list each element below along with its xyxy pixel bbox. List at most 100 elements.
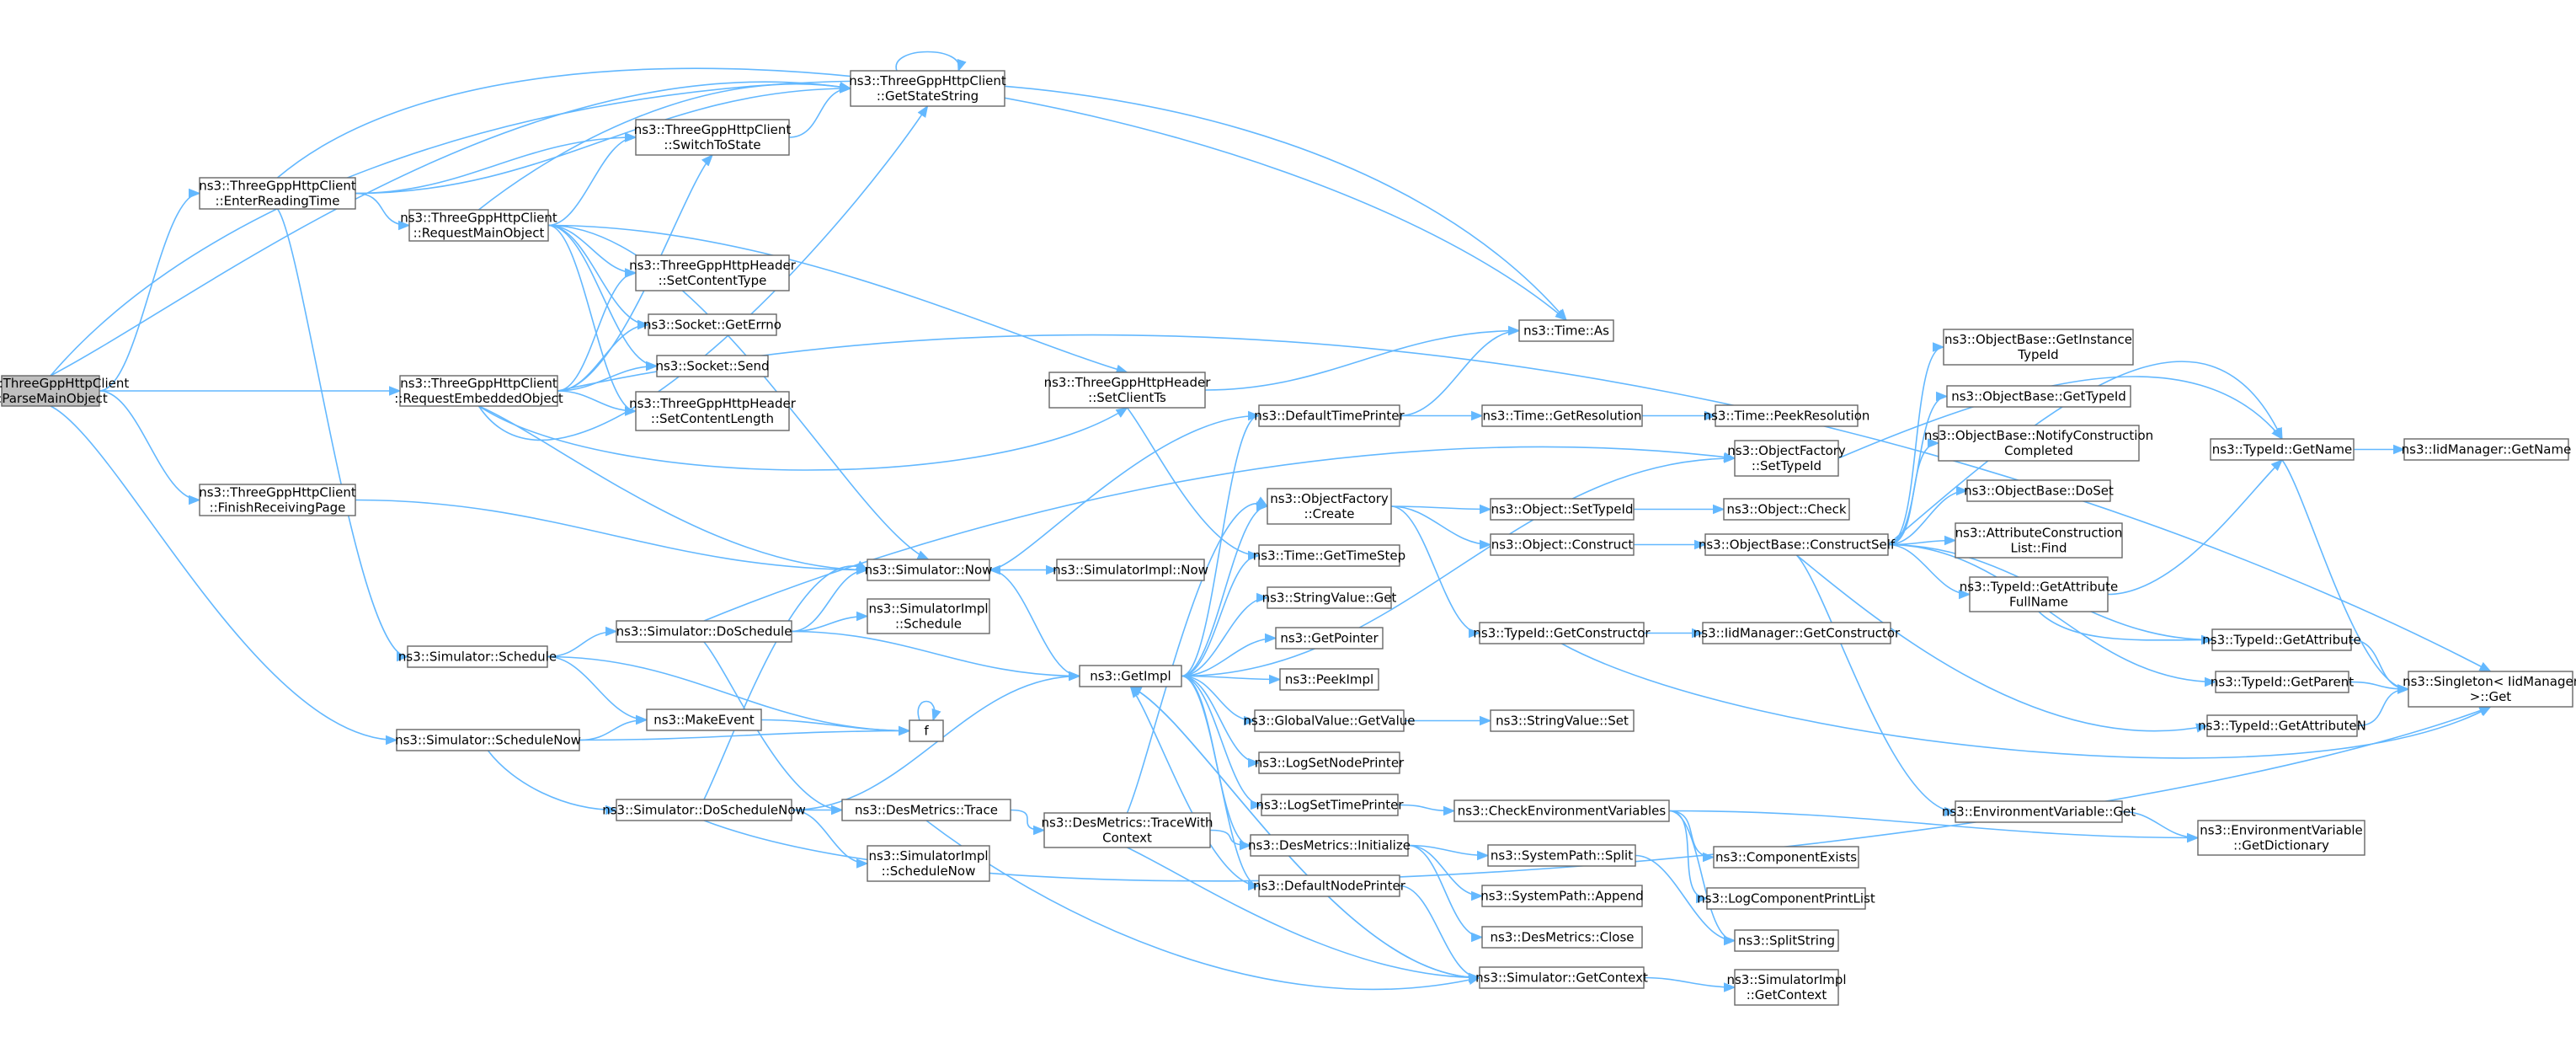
node-label: ns3::SimulatorImpl bbox=[1726, 972, 1846, 987]
node-f[interactable]: f bbox=[909, 719, 944, 742]
node-globalvaluegetvalue[interactable]: ns3::GlobalValue::GetValue bbox=[1243, 709, 1416, 732]
node-setcontentlength[interactable]: ns3::ThreeGppHttpHeader::SetContentLengt… bbox=[629, 391, 797, 431]
node-socketsend[interactable]: ns3::Socket::Send bbox=[655, 355, 770, 377]
node-label: ::Create bbox=[1304, 506, 1355, 521]
node-splitstring[interactable]: ns3::SplitString bbox=[1734, 929, 1839, 952]
node-simnow[interactable]: ns3::Simulator::Now bbox=[865, 559, 993, 581]
node-enterreading[interactable]: ns3::ThreeGppHttpClient::EnterReadingTim… bbox=[199, 177, 356, 210]
call-edge-defaultnodeprinter-to-simgetcontext bbox=[1399, 885, 1481, 983]
node-box bbox=[1966, 479, 2111, 502]
call-edge-simdoschedule-to-desmetricstrace bbox=[703, 641, 844, 815]
node-label: ns3::SystemPath::Split bbox=[1491, 848, 1633, 863]
node-notifyconstruction[interactable]: ns3::ObjectBase::NotifyConstructionCompl… bbox=[1924, 425, 2153, 462]
node-simschedule[interactable]: ns3::Simulator::Schedule bbox=[398, 645, 557, 668]
node-geterrno[interactable]: ns3::Socket::GetErrno bbox=[643, 313, 781, 336]
call-edge-getimpl-to-timegettimestep bbox=[1181, 550, 1261, 677]
node-label: ns3::ObjectBase::DoSet bbox=[1964, 484, 2114, 499]
call-edge-checkenvvars-to-componentexists bbox=[1668, 810, 1715, 863]
node-simimplgetcontext[interactable]: ns3::SimulatorImpl::GetContext bbox=[1726, 969, 1847, 1006]
node-requestmain[interactable]: ns3::ThreeGppHttpClient::RequestMainObje… bbox=[400, 209, 557, 242]
node-typeidgetattributen[interactable]: ns3::TypeId::GetAttributeN bbox=[2198, 714, 2366, 737]
node-objectbasedoset[interactable]: ns3::ObjectBase::DoSet bbox=[1964, 479, 2114, 502]
node-box bbox=[1267, 488, 1392, 525]
node-simdoschedulenow[interactable]: ns3::Simulator::DoScheduleNow bbox=[602, 799, 806, 821]
node-box bbox=[1518, 319, 1614, 342]
call-edge-checkenvvars-to-splitstring bbox=[1668, 810, 1736, 946]
node-box bbox=[407, 645, 548, 668]
node-getstatestring[interactable]: ns3::ThreeGppHttpClient::GetStateString bbox=[849, 70, 1006, 107]
call-edge-checkenvvars-to-envvargetdictionary bbox=[1668, 810, 2200, 843]
node-timeas[interactable]: ns3::Time::As bbox=[1518, 319, 1614, 342]
node-checkenvvars[interactable]: ns3::CheckEnvironmentVariables bbox=[1453, 799, 1670, 822]
call-edge-simnow-to-getimpl bbox=[989, 569, 1081, 682]
node-iidmanagergetconstructor[interactable]: ns3::IidManager::GetConstructor bbox=[1693, 622, 1901, 644]
node-getimpl[interactable]: ns3::GetImpl bbox=[1079, 665, 1182, 687]
node-label: ns3::Simulator::Now bbox=[865, 563, 993, 578]
node-switchtostate[interactable]: ns3::ThreeGppHttpClient::SwitchToState bbox=[634, 119, 792, 156]
node-defaulttimeprinter[interactable]: ns3::DefaultTimePrinter bbox=[1254, 404, 1405, 427]
node-label: Context bbox=[1102, 831, 1152, 846]
call-edge-requestmain-to-setcontenttype bbox=[547, 224, 637, 278]
node-parsemain[interactable]: ns3::ThreeGppHttpClient::ParseMainObject bbox=[0, 375, 129, 407]
node-objectfactorycreate[interactable]: ns3::ObjectFactory::Create bbox=[1267, 488, 1392, 525]
call-edge-typeidgetconstructor-to-singletonget bbox=[1561, 643, 2492, 759]
node-simimplnow[interactable]: ns3::SimulatorImpl::Now bbox=[1053, 559, 1208, 581]
node-objectsettypeid[interactable]: ns3::Object::SetTypeId bbox=[1490, 498, 1635, 521]
node-desmetricsclose[interactable]: ns3::DesMetrics::Close bbox=[1481, 926, 1643, 949]
node-systempathsplit[interactable]: ns3::SystemPath::Split bbox=[1487, 844, 1636, 867]
node-getpointer[interactable]: ns3::GetPointer bbox=[1275, 627, 1384, 650]
node-box bbox=[909, 719, 944, 742]
node-makeevent[interactable]: ns3::MakeEvent bbox=[646, 708, 762, 731]
node-stringvalueset[interactable]: ns3::StringValue::Set bbox=[1490, 709, 1635, 732]
node-iidmanagergetname[interactable]: ns3::IidManager::GetName bbox=[2402, 438, 2572, 461]
call-edge-requestmain-to-socketsend bbox=[547, 224, 659, 372]
node-envvargetdictionary[interactable]: ns3::EnvironmentVariable::GetDictionary bbox=[2197, 820, 2365, 856]
node-requestembedded[interactable]: ns3::ThreeGppHttpClient::RequestEmbedded… bbox=[394, 375, 563, 407]
node-logsettimeprinter[interactable]: ns3::LogSetTimePrinter bbox=[1256, 794, 1404, 816]
node-label: ns3::Simulator::DoSchedule bbox=[616, 624, 792, 639]
node-setclientts[interactable]: ns3::ThreeGppHttpHeader::SetClientTs bbox=[1044, 372, 1212, 409]
node-box bbox=[1043, 812, 1211, 848]
node-simimplschedule[interactable]: ns3::SimulatorImpl::Schedule bbox=[867, 598, 990, 634]
node-peekimpl[interactable]: ns3::PeekImpl bbox=[1279, 668, 1379, 691]
node-finishreceiving[interactable]: ns3::ThreeGppHttpClient::FinishReceiving… bbox=[199, 484, 356, 516]
node-simschedulenow[interactable]: ns3::Simulator::ScheduleNow bbox=[395, 729, 581, 751]
node-typeidgetattribute[interactable]: ns3::TypeId::GetAttribute bbox=[2202, 628, 2361, 651]
node-timepeekresolution[interactable]: ns3::Time::PeekResolution bbox=[1704, 404, 1870, 427]
node-simimplschedulenow[interactable]: ns3::SimulatorImpl::ScheduleNow bbox=[867, 845, 990, 882]
node-objectfactorysettypeid[interactable]: ns3::ObjectFactory::SetTypeId bbox=[1727, 440, 1846, 477]
node-setcontenttype[interactable]: ns3::ThreeGppHttpHeader::SetContentType bbox=[629, 254, 797, 291]
node-box bbox=[1969, 576, 2109, 612]
node-box bbox=[199, 177, 356, 210]
node-objectbasegettypeid[interactable]: ns3::ObjectBase::GetTypeId bbox=[1946, 385, 2131, 408]
node-desmetricsinitialize[interactable]: ns3::DesMetrics::Initialize bbox=[1248, 834, 1411, 857]
node-defaultnodeprinter[interactable]: ns3::DefaultNodePrinter bbox=[1253, 874, 1406, 897]
node-box bbox=[1279, 668, 1379, 691]
node-singletonget[interactable]: ns3::Singleton< IidManager>::Get bbox=[2403, 671, 2576, 708]
node-label: ::GetDictionary bbox=[2233, 838, 2329, 853]
node-logcomponentprintlist[interactable]: ns3::LogComponentPrintList bbox=[1697, 887, 1875, 910]
node-envvarget[interactable]: ns3::EnvironmentVariable::Get bbox=[1942, 800, 2136, 823]
node-simgetcontext[interactable]: ns3::Simulator::GetContext bbox=[1475, 966, 1648, 989]
node-label: ns3::SplitString bbox=[1738, 933, 1835, 949]
node-componentexists[interactable]: ns3::ComponentExists bbox=[1713, 846, 1859, 869]
node-typeidgetparent[interactable]: ns3::TypeId::GetParent bbox=[2211, 671, 2354, 693]
node-timegettimestep[interactable]: ns3::Time::GetTimeStep bbox=[1253, 544, 1405, 567]
node-logsetnodeprinter[interactable]: ns3::LogSetNodePrinter bbox=[1255, 751, 1405, 774]
node-label: ns3::DesMetrics::Close bbox=[1491, 930, 1635, 945]
node-typeidgetconstructor[interactable]: ns3::TypeId::GetConstructor bbox=[1473, 622, 1651, 644]
call-edge-finishreceiving-to-simnow bbox=[355, 499, 869, 575]
node-systempathappend[interactable]: ns3::SystemPath::Append bbox=[1480, 885, 1644, 907]
node-typeidgetname[interactable]: ns3::TypeId::GetName bbox=[2210, 438, 2355, 461]
node-stringvalueget[interactable]: ns3::StringValue::Get bbox=[1262, 586, 1397, 609]
node-simdoschedule[interactable]: ns3::Simulator::DoSchedule bbox=[616, 620, 792, 643]
node-objectcheck[interactable]: ns3::Object::Check bbox=[1723, 498, 1850, 521]
node-objectconstruct[interactable]: ns3::Object::Construct bbox=[1490, 533, 1635, 556]
node-timegetresolution[interactable]: ns3::Time::GetResolution bbox=[1481, 404, 1643, 427]
node-desmetricstrace[interactable]: ns3::DesMetrics::Trace bbox=[841, 799, 1011, 821]
node-objectbaseconstructself[interactable]: ns3::ObjectBase::ConstructSelf bbox=[1699, 533, 1896, 556]
